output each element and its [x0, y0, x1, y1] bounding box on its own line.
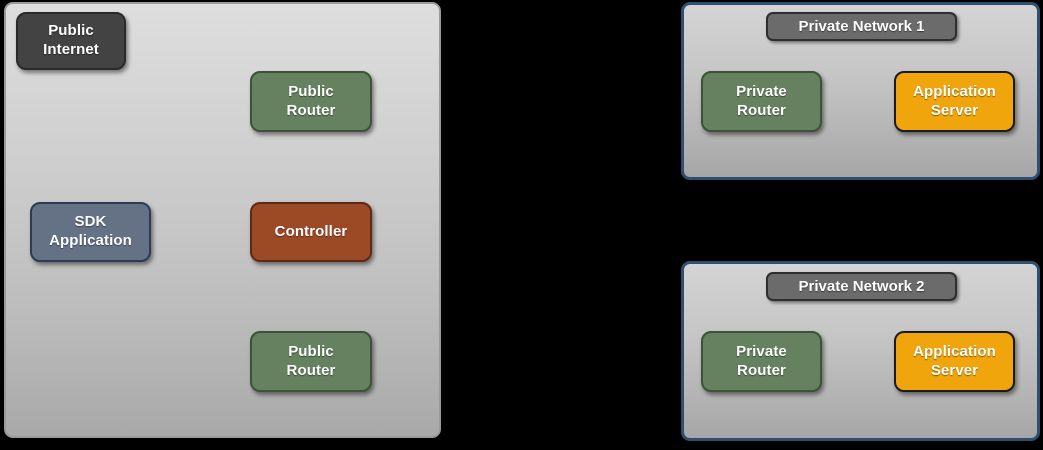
node-public-router-top[interactable]: Public Router [250, 71, 372, 132]
node-public-router-bottom[interactable]: Public Router [250, 331, 372, 392]
node-application-server-2-label: Application Server [913, 342, 996, 379]
badge-private-network-2: Private Network 2 [766, 272, 957, 301]
node-private-router-1-label: Private Router [736, 82, 787, 119]
node-controller-label: Controller [274, 222, 348, 240]
node-public-internet-label: Public Internet [43, 22, 99, 58]
node-public-router-bottom-label: Public Router [286, 342, 336, 379]
node-private-router-2-label: Private Router [736, 342, 787, 379]
node-application-server-1-label: Application Server [913, 82, 996, 119]
node-public-router-top-label: Public Router [286, 82, 336, 119]
node-private-router-2[interactable]: Private Router [701, 331, 822, 392]
badge-private-network-1-label: Private Network 1 [798, 18, 925, 35]
node-sdk-application[interactable]: SDK Application [30, 202, 151, 262]
node-application-server-2[interactable]: Application Server [894, 331, 1015, 392]
node-application-server-1[interactable]: Application Server [894, 71, 1015, 132]
badge-private-network-2-label: Private Network 2 [798, 278, 925, 295]
node-private-router-1[interactable]: Private Router [701, 71, 822, 132]
node-controller[interactable]: Controller [250, 202, 372, 262]
node-public-internet[interactable]: Public Internet [16, 12, 126, 70]
badge-private-network-1: Private Network 1 [766, 12, 957, 41]
node-sdk-application-label: SDK Application [49, 213, 132, 249]
